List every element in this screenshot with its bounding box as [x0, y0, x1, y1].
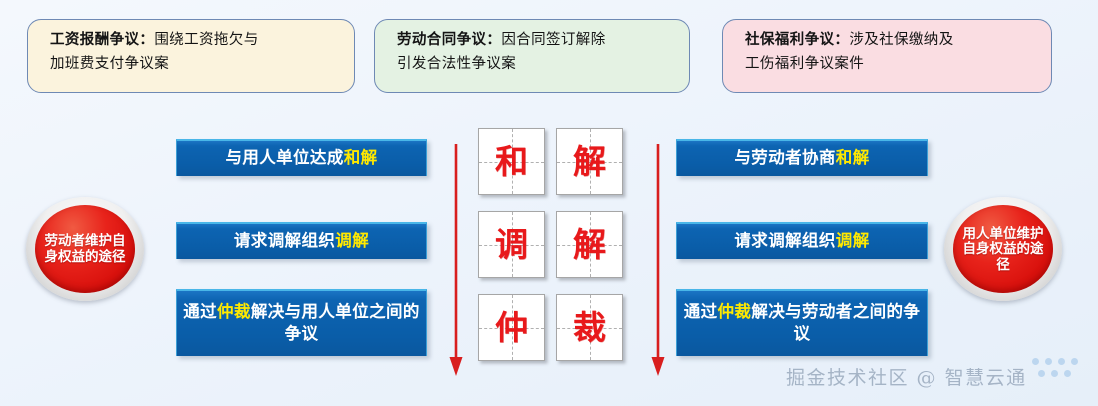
category-box-contract: 劳动合同争议：因合同签订解除 引发合法性争议案 [374, 19, 690, 93]
down-arrow-right-icon [651, 144, 665, 376]
bar-left-arbitration[interactable]: 通过仲裁解决与用人单位之间的争议 [176, 289, 427, 356]
down-arrow-left-icon [449, 144, 463, 376]
bar-left-settlement[interactable]: 与用人单位达成和解 [176, 139, 427, 176]
char-cell: 调 [478, 211, 545, 278]
circle-employer-rights: 用人单位维护自身权益的途径 [944, 197, 1062, 301]
category-lead: 劳动合同争议： [397, 31, 502, 48]
category-lead: 社保福利争议： [745, 31, 850, 48]
circle-worker-rights: 劳动者维护自身权益的途径 [26, 197, 144, 301]
char-cell: 解 [556, 128, 623, 195]
bar-text-pre: 通过 [683, 303, 718, 322]
bar-text-pre: 与劳动者协商 [734, 148, 836, 167]
category-line2: 加班费支付争议案 [50, 55, 170, 72]
category-line2: 工伤福利争议案件 [745, 55, 865, 72]
category-line2: 引发合法性争议案 [397, 55, 517, 72]
char-glyph: 仲 [495, 308, 528, 347]
bar-text-post: 解决与用人单位之间的争议 [250, 303, 420, 343]
bar-text-pre: 与用人单位达成 [225, 148, 344, 167]
bar-text-highlight: 仲裁 [217, 303, 251, 322]
category-box-social-insurance: 社保福利争议：涉及社保缴纳及 工伤福利争议案件 [722, 19, 1052, 93]
category-rest: 因合同签订解除 [501, 32, 606, 48]
bar-text-highlight: 仲裁 [717, 303, 752, 322]
circle-label-left: 劳动者维护自身权益的途径 [44, 233, 126, 264]
char-glyph: 解 [573, 225, 606, 264]
char-glyph: 解 [573, 142, 606, 181]
char-glyph: 调 [495, 225, 528, 264]
category-box-wage: 工资报酬争议：围绕工资拖欠与 加班费支付争议案 [27, 19, 355, 93]
character-grid: 和 解 调 解 仲 裁 [478, 128, 623, 361]
bar-right-settlement[interactable]: 与劳动者协商和解 [676, 139, 928, 176]
bar-right-arbitration[interactable]: 通过仲裁解决与劳动者之间的争议 [676, 289, 928, 356]
circle-label-right: 用人单位维护自身权益的途径 [962, 225, 1044, 272]
bar-right-mediation[interactable]: 请求调解组织调解 [676, 222, 928, 259]
char-glyph: 和 [495, 142, 528, 181]
category-rest: 围绕工资拖欠与 [154, 32, 259, 48]
char-cell: 裁 [556, 294, 623, 361]
char-cell: 和 [478, 128, 545, 195]
bar-text-post: 解决与劳动者之间的争议 [751, 303, 921, 343]
bar-text-pre: 请求调解组织 [734, 231, 836, 250]
circle-inner: 用人单位维护自身权益的途径 [953, 205, 1053, 293]
watermark-text: 掘金技术社区 @ 智慧云通 [786, 367, 1027, 389]
bar-text-highlight: 调解 [835, 231, 870, 250]
bar-left-mediation[interactable]: 请求调解组织调解 [176, 222, 427, 259]
char-cell: 解 [556, 211, 623, 278]
category-lead: 工资报酬争议： [50, 31, 155, 48]
bar-text-pre: 请求调解组织 [233, 231, 336, 250]
bar-text-highlight: 调解 [335, 231, 370, 250]
char-glyph: 裁 [573, 308, 606, 347]
char-cell: 仲 [478, 294, 545, 361]
bar-text-pre: 通过 [183, 303, 217, 322]
watermark-dots-icon [1032, 358, 1092, 384]
bar-text-highlight: 和解 [835, 148, 870, 167]
circle-inner: 劳动者维护自身权益的途径 [35, 205, 135, 293]
category-rest: 涉及社保缴纳及 [849, 32, 954, 48]
bar-text-highlight: 和解 [343, 148, 378, 167]
